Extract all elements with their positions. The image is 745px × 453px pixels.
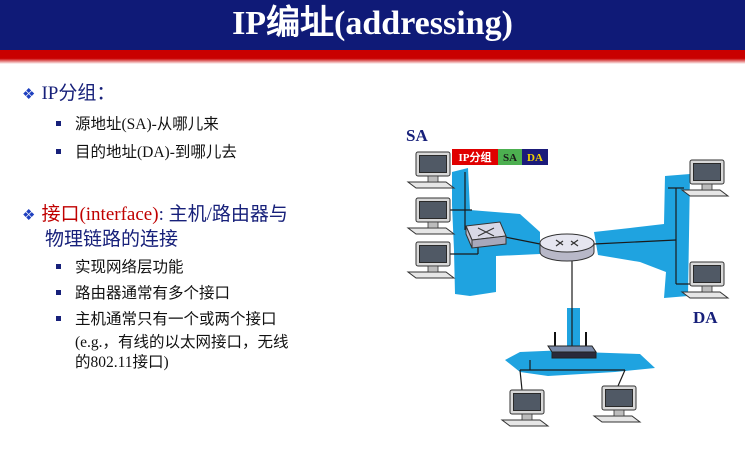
slide-title: IP编址(addressing) <box>232 5 513 42</box>
title-bar <box>0 0 745 50</box>
sub-bullet-da: 目的地址(DA)-到哪儿去 <box>56 143 237 163</box>
host-7-computer-icon <box>593 385 641 423</box>
square-bullet-icon <box>56 120 61 126</box>
packet-ip-text: IP分组 <box>459 150 492 164</box>
sub-bullet-text: 路由器通常有多个接口 <box>75 285 231 302</box>
da-subnet <box>594 174 690 298</box>
sub-bullet-da-text: 目的地址(DA)-到哪儿去 <box>75 144 237 161</box>
packet-da-text: DA <box>527 152 543 164</box>
sub-bullet-router-interfaces: 路由器通常有多个接口 <box>56 284 230 304</box>
sub-bullet-text: 实现网络层功能 <box>75 259 184 276</box>
da-label: DA <box>693 308 718 327</box>
bullet-ip-packet: ❖ IP分组： <box>22 82 115 107</box>
square-bullet-icon <box>56 263 61 269</box>
bullet-interface: ❖ 接口(interface): 主机/路由器与 <box>22 203 288 228</box>
diamond-bullet-icon: ❖ <box>22 87 36 103</box>
packet-sa-text: SA <box>503 152 517 164</box>
square-bullet-icon <box>56 289 61 295</box>
host-6-computer-icon <box>501 389 549 427</box>
sub-bullet-text: 主机通常只有一个或两个接口 <box>75 311 277 328</box>
interface-term: 接口(interface) <box>41 204 159 225</box>
packet-sa-field <box>498 149 522 165</box>
sub-bullet-note-line1: (e.g.，有线的以太网接口，无线 <box>75 334 289 351</box>
title-accent <box>0 50 745 64</box>
router-icon <box>539 233 595 262</box>
bullet-ip-packet-label: IP分组： <box>41 83 116 104</box>
bullet-interface-line2: 物理链路的连接 <box>45 229 179 250</box>
sub-bullet-host-interfaces: 主机通常只有一个或两个接口 <box>56 310 277 330</box>
switch-icon <box>465 221 507 249</box>
diamond-bullet-icon: ❖ <box>22 208 36 224</box>
wireless-access-point-icon <box>547 332 597 359</box>
host-2-computer-icon <box>407 197 455 235</box>
host-da-computer-icon <box>681 261 729 299</box>
wireless-subnet <box>505 308 655 376</box>
links <box>444 172 690 391</box>
square-bullet-icon <box>56 148 61 154</box>
sub-bullet-network-layer: 实现网络层功能 <box>56 258 184 278</box>
packet-ip-field <box>452 149 498 165</box>
packet-da-field <box>522 149 548 165</box>
host-sa-computer-icon <box>407 151 455 189</box>
square-bullet-icon <box>56 315 61 321</box>
host-3-computer-icon <box>407 241 455 279</box>
interface-desc: : 主机/路由器与 <box>158 204 288 225</box>
sa-label: SA <box>406 126 428 145</box>
sub-bullet-note-line2: 的802.11接口) <box>75 354 169 371</box>
sub-bullet-sa-text: 源地址(SA)-从哪儿来 <box>75 116 219 133</box>
ip-packet: IP分组 SA DA <box>452 149 548 165</box>
sub-bullet-sa: 源地址(SA)-从哪儿来 <box>56 115 219 135</box>
